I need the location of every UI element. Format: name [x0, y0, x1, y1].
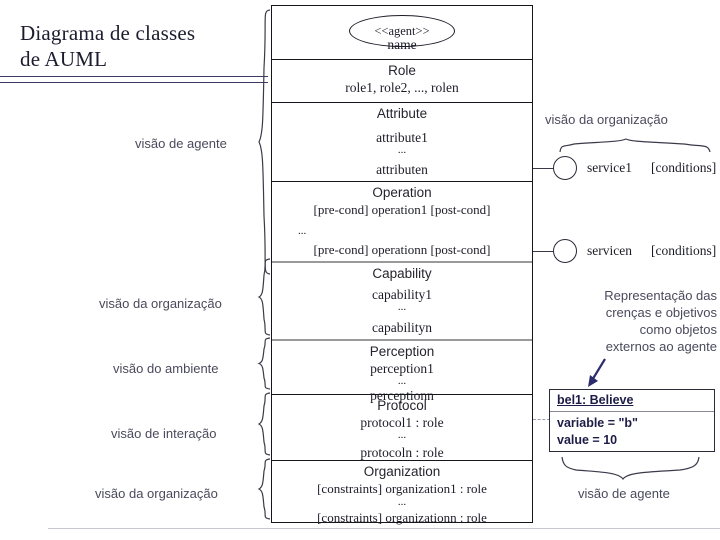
arrow-icon — [588, 358, 606, 387]
belief-object-title: bel1: Believe — [557, 393, 634, 407]
compartment-line: [pre-cond] operation1 [post-cond] — [313, 202, 491, 217]
belief-object-box[interactable]: bel1: Believe variable = "b" value = 10 — [549, 389, 715, 452]
agent-name-label: name — [387, 37, 417, 52]
compartment-organization: Organization [constraints] organization1… — [272, 460, 532, 525]
label-visao-de-agente: visão de agente — [135, 136, 227, 151]
class-name-compartment: <<agent>> name — [272, 6, 532, 59]
service-name: servicen — [587, 243, 632, 258]
brace-visao-de-agente — [258, 9, 271, 275]
belief-attribute-value: value = 10 — [557, 433, 618, 447]
compartment-line: role1, role2, ..., rolen — [345, 80, 459, 95]
compartment-title: Perception — [369, 344, 435, 359]
compartment-line: perception1 — [370, 361, 434, 376]
compartment-line: attribute1 — [376, 130, 428, 145]
note-line-2: crenças e objetivos — [605, 305, 717, 320]
agent-stereotype-label: <<agent>> — [374, 24, 430, 38]
service-conditions: [conditions] — [651, 160, 717, 175]
note-line-1: Representação das — [604, 288, 717, 303]
compartment-ellipsis: ... — [397, 144, 407, 156]
title-rule-lower — [0, 82, 268, 83]
belief-object-header: bel1: Believe — [550, 390, 714, 412]
note-belief-representation: Representação das crenças e objetivos co… — [545, 287, 717, 355]
agent-class-box: <<agent>> name Role role1, role2, ..., r… — [271, 5, 533, 525]
footer-rule — [48, 528, 720, 529]
label-visao-do-ambiente: visão do ambiente — [113, 361, 219, 376]
label-visao-de-agente-2: visão de agente — [578, 486, 670, 501]
compartment-line: protocoln : role — [360, 445, 444, 460]
compartment-operation: Operation [pre-cond] operation1 [post-co… — [272, 181, 532, 261]
service-interface-icon — [553, 239, 577, 263]
compartment-ellipsis: ... — [397, 496, 407, 508]
compartment-line: [constraints] organization1 : role — [317, 481, 487, 496]
brace-perception — [257, 337, 271, 390]
brace-capability — [257, 258, 271, 336]
label-services-group: visão da organização — [545, 112, 668, 127]
compartment-ellipsis: ... — [298, 225, 307, 237]
compartment-ellipsis: ... — [397, 429, 407, 441]
compartment-title: Capability — [372, 266, 432, 281]
compartment-ellipsis: ... — [397, 301, 407, 313]
service-connector-line — [533, 251, 555, 252]
compartment-attribute: Attribute attribute1 ... attributen — [272, 102, 532, 181]
agent-stereotype-ellipse: <<agent>> — [349, 15, 455, 47]
label-visao-de-interacao: visão de interação — [111, 426, 217, 441]
label-visao-da-organizacao-1: visão da organização — [99, 296, 222, 311]
brace-belief-group — [561, 456, 700, 481]
note-line-3: como objetos — [639, 322, 717, 337]
belief-association-line — [533, 419, 550, 420]
page-title-line-2: de AUML — [20, 47, 108, 71]
compartment-line: capabilityn — [372, 320, 432, 335]
page-title: Diagrama de classes de AUML — [20, 20, 270, 72]
service-interface-icon — [553, 156, 577, 180]
compartment-ellipsis: ... — [397, 375, 407, 387]
compartment-line: attributen — [376, 162, 428, 177]
compartment-line: capability1 — [372, 287, 432, 302]
service-connector-line — [533, 168, 555, 169]
label-visao-da-organizacao-2: visão da organização — [95, 486, 218, 501]
compartment-role: Role role1, role2, ..., rolen — [272, 59, 532, 102]
brace-services-group — [559, 138, 711, 153]
compartment-capability: Capability capability1 ... capabilityn — [272, 261, 532, 339]
compartment-perception: Perception perception1 ... perceptionn — [272, 339, 532, 403]
compartment-title: Organization — [363, 464, 441, 479]
brace-organization — [257, 458, 271, 520]
title-rule-upper — [0, 76, 268, 77]
compartment-title: Attribute — [376, 106, 428, 121]
compartment-title: Role — [388, 63, 416, 78]
compartment-protocol: Protocol protocol1 : role ... protocoln … — [272, 394, 532, 460]
compartment-line: perceptionn — [370, 388, 434, 403]
compartment-title: Protocol — [377, 398, 427, 413]
page-title-line-1: Diagrama de classes — [20, 21, 196, 45]
service-conditions: [conditions] — [651, 243, 717, 258]
compartment-title: Operation — [372, 185, 432, 200]
belief-attribute-variable: variable = "b" — [557, 416, 638, 430]
brace-protocol — [257, 392, 271, 456]
service-name: service1 — [587, 160, 632, 175]
note-line-4: externos ao agente — [605, 339, 717, 354]
compartment-line: [constraints] organizationn : role — [317, 510, 487, 525]
compartment-line: [pre-cond] operationn [post-cond] — [313, 242, 491, 257]
compartment-line: protocol1 : role — [360, 415, 444, 430]
